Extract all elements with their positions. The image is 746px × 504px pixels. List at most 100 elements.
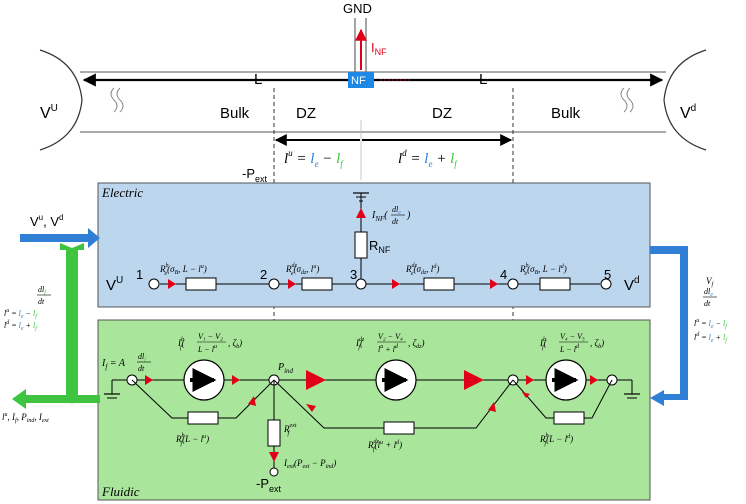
input-blue-arrow [20,228,100,248]
gnd-label: GND [343,1,372,16]
right-reservoir-outline [663,49,707,151]
electric-title: Electric [101,185,143,200]
fluidic-loop-1-arrow [248,396,256,406]
left-dlf-num: dlf [38,285,47,296]
electric-node-3-label: 3 [350,267,357,282]
if-equation: If = A [101,358,126,371]
rnf-resistor [354,231,368,259]
electric-node-5-label: 5 [604,267,611,282]
i-nf-label: INF [371,40,387,57]
ld-equation: ld = le + lf [398,148,458,169]
fluidic-ext-arrow [269,452,279,462]
i-nf-expr-den: dt [392,217,399,226]
fluidic-resistor-3 [553,411,585,425]
right-vf-label: Vf [706,276,715,288]
left-dlf-den: dt [38,297,45,306]
length-right-label: L [479,71,487,88]
rnf-current-arrow [356,208,366,218]
electric-node-1-label: 1 [136,267,143,282]
fluidic-arrow-big-2 [464,370,484,390]
right-dle-den: dt [704,299,711,308]
right-ld-eq: ld = le + lf [694,332,728,344]
fluidic-source-2-den: lu + ld [378,344,399,354]
fluidic-loop-2-arrow-left [306,404,316,412]
p-ind-label: Pind [277,362,294,375]
if-den: dt [138,364,145,373]
v-down-label: Vd [680,103,696,122]
fluidic-resistor-1 [187,411,219,425]
left-lu-eq: lu = le − lf [4,308,38,320]
electric-circuit [148,192,612,291]
fluidic-source-2-num: V₂ − V₄ [378,332,403,341]
electric-node-2-label: 2 [260,267,267,282]
fluidic-loop-2-arrow-right [488,402,496,412]
fluidic-panel [97,319,651,501]
fluidic-arrow-d [590,375,598,385]
fluidic-circuit [104,359,640,477]
fluidic-source-2-tail: , ζdz) [408,338,425,350]
length-left-label: L [254,71,262,88]
fluidic-source-1-den: L − lu [197,344,217,354]
side-arrows [12,228,688,409]
electric-resistor-2 [301,277,333,291]
electric-resistor-1 [185,277,217,291]
electric-v-left: VU [106,275,123,294]
i-nf-expr: INF( [371,210,388,223]
electric-node-2 [268,278,280,290]
green-vertical-arrow [66,248,78,404]
break-mark-right-2 [626,87,634,113]
electric-resistor-3 [423,277,455,291]
right-lu-eq: lu = le − lf [694,318,728,330]
electric-resistor-4 [539,277,571,291]
fluidic-loop-3-arrow [522,392,530,398]
i-nf-expr-num: dle [392,205,401,216]
nf-box-label: NF [351,75,366,87]
fluidic-iext-label: Iext(Pext − Pind) [283,458,336,470]
fluidic-arrow-b [232,375,240,385]
electric-node-4-label: 4 [500,267,507,282]
right-dle-num: dle [704,287,713,298]
v-up-label: VU [40,103,58,122]
left-reservoir-outline [39,49,83,151]
fluidic-arrow-c [526,375,534,385]
p-ext-top-label: -Pext [242,166,268,184]
i-nf-close: ) [406,210,411,221]
left-input-label: Vu, Vd [30,213,63,229]
lu-equation: lu = le − lf [284,148,344,169]
if-num: dlf [138,352,147,363]
bulk-left-label: Bulk [220,105,250,122]
dz-left-label: DZ [296,105,316,122]
left-ld-eq: ld = le + lf [4,320,38,332]
fluidic-source-3-tail: , ζb) [590,338,604,350]
dz-right-label: DZ [432,105,452,122]
electric-current-arrow-3 [392,279,400,289]
left-output-label: lu, If, Pind, Iext [2,412,49,424]
right-blue-feedback-arrow [650,246,688,406]
electric-node-3 [355,278,367,290]
output-green-arrow [12,389,100,409]
bulk-right-label: Bulk [551,105,581,122]
break-mark-left [110,87,118,113]
rnf-label: RNF [369,238,391,255]
electric-node-1 [148,278,160,290]
break-mark-left-2 [116,87,124,113]
fluidic-arrow-a [145,375,153,385]
electric-current-arrow-4 [490,279,498,289]
break-mark-right [620,87,628,113]
green-arrow-head [60,243,84,250]
fluidic-source-3-num: V₄ − V₅ [560,332,585,341]
electric-node-4 [507,278,519,290]
fluidic-source-3-den: L − ld [559,344,580,354]
